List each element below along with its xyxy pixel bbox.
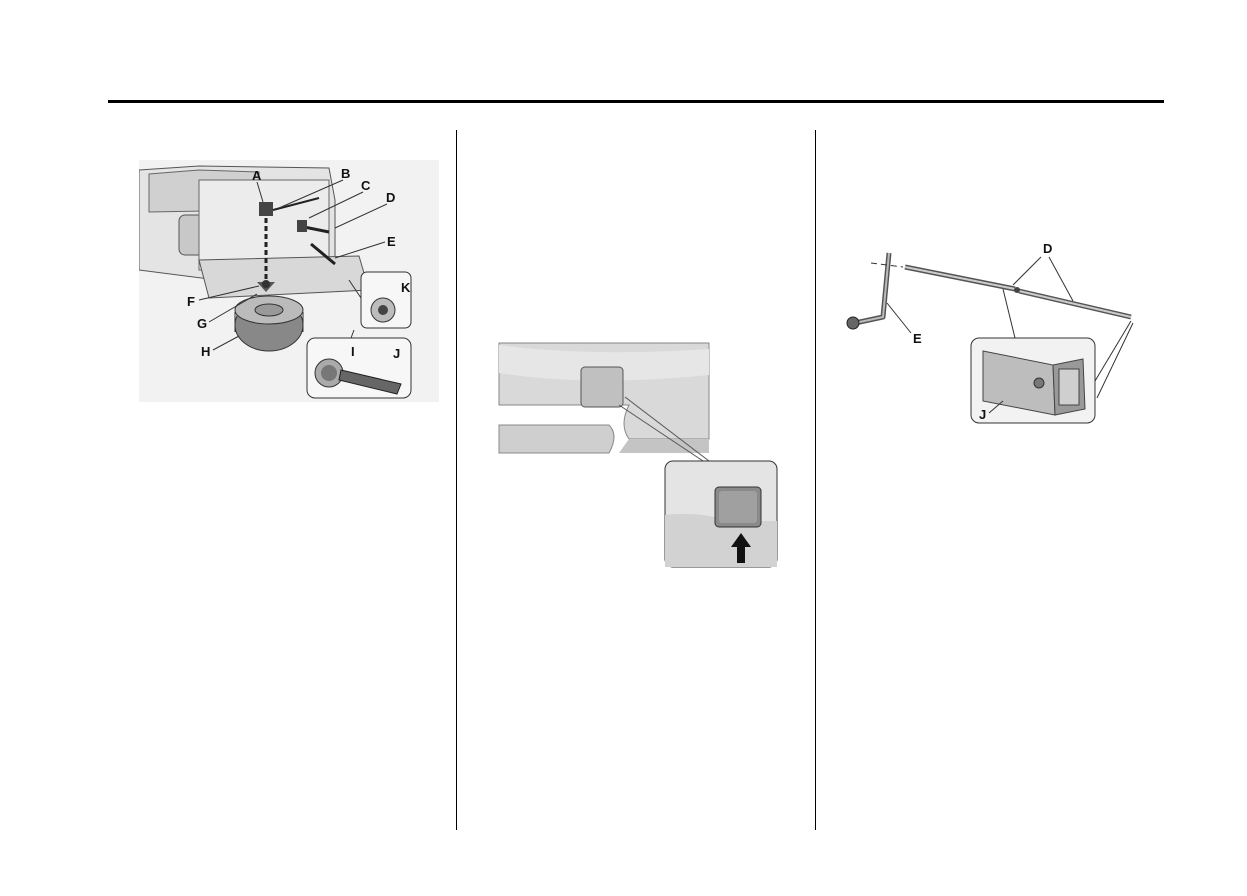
column-divider-right (815, 130, 816, 830)
callout-h: H (201, 344, 210, 359)
callout-j: J (393, 346, 400, 361)
header-rule (108, 100, 1164, 103)
spare-tire-storage-figure: A B C D E F G H I J K (139, 160, 439, 402)
callout-b: B (341, 166, 350, 181)
callout-k: K (401, 280, 411, 295)
callout-d: D (1043, 241, 1052, 256)
column-divider-left (456, 130, 457, 830)
callout-a: A (252, 168, 262, 183)
callout-f: F (187, 294, 195, 309)
callout-g: G (197, 316, 207, 331)
callout-i: I (351, 344, 355, 359)
jack-tools-illustration: D E J (843, 233, 1143, 428)
callout-j: J (979, 407, 986, 422)
callout-e: E (387, 234, 396, 249)
bumper-cover-figure (469, 335, 779, 571)
callout-c: C (361, 178, 371, 193)
bumper-cover-illustration (469, 335, 779, 571)
jack-tools-figure: D E J (843, 233, 1143, 428)
spare-tire-storage-illustration: A B C D E F G H I J K (139, 160, 439, 402)
callout-d: D (386, 190, 395, 205)
callout-e: E (913, 331, 922, 346)
